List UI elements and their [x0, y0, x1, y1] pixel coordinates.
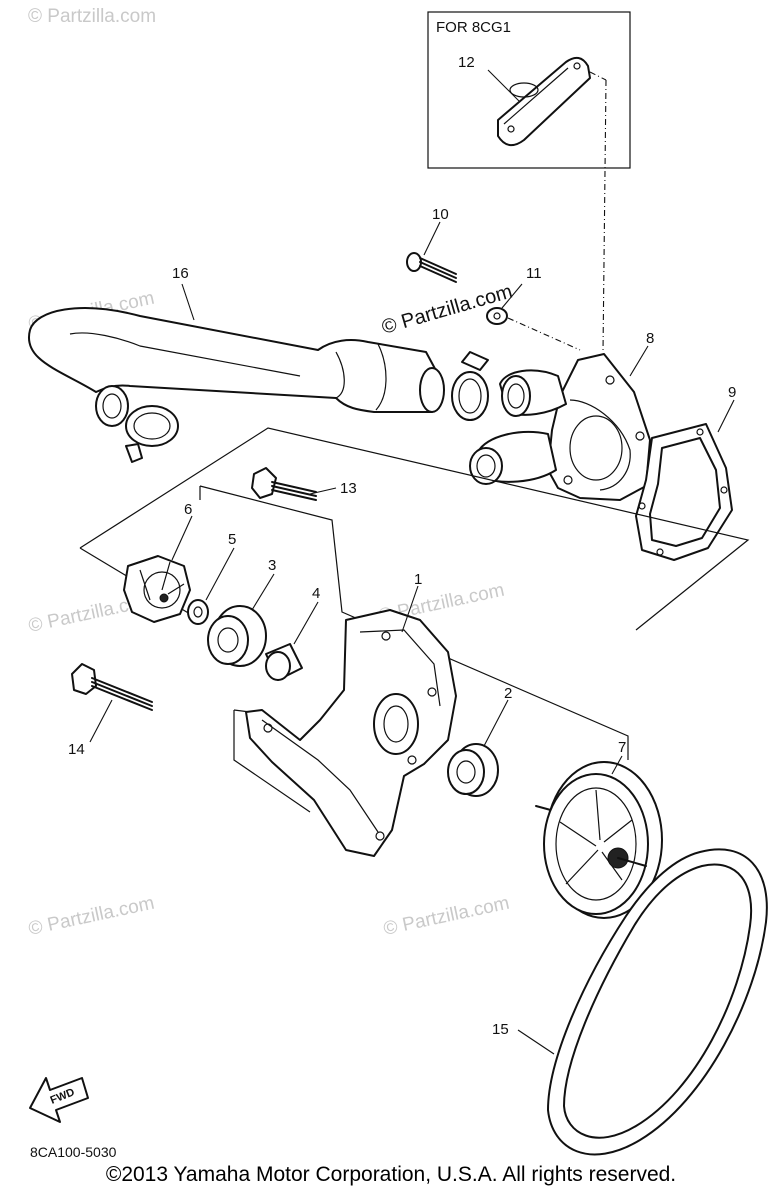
part-11-washer [486, 307, 508, 325]
callout-11: 11 [526, 265, 542, 282]
part-9-gasket [635, 423, 733, 561]
leader-13 [309, 487, 337, 495]
leader-7 [611, 755, 623, 775]
leader-5 [205, 547, 235, 601]
part-1-pump-housing [245, 609, 457, 857]
part-13-bolt [251, 467, 317, 501]
callout-8: 8 [646, 330, 654, 347]
leader-8 [629, 345, 649, 377]
part-16-hose [27, 307, 445, 427]
leader-10 [423, 221, 441, 256]
watermark-center-lower: © Partzilla.com [382, 893, 512, 940]
part-10-bolt [406, 252, 457, 283]
diagram-code: 8CA100-5030 [30, 1144, 117, 1160]
part-6-impeller [123, 555, 191, 623]
callout-9: 9 [728, 384, 736, 401]
leader-14 [89, 699, 113, 743]
callout-1: 1 [414, 571, 422, 588]
inset-label: FOR 8CG1 [436, 19, 511, 36]
leader-12 [487, 69, 521, 103]
callout-10: 10 [432, 206, 449, 223]
fwd-arrow-icon: FWD [29, 1077, 89, 1123]
leader-3 [251, 573, 275, 611]
leader-1 [401, 585, 419, 633]
callout-3: 3 [268, 557, 276, 574]
leader-4 [293, 601, 319, 645]
hose-clamp-right [451, 351, 489, 421]
frame-lower-right [199, 485, 629, 760]
frame-lower-left [233, 710, 311, 813]
leader-9 [717, 399, 735, 433]
guide-12-a [589, 71, 607, 81]
leader-2 [483, 699, 509, 747]
callout-15: 15 [492, 1021, 509, 1038]
part-8-housing-cover [469, 353, 651, 501]
part-14-bolt [71, 663, 153, 711]
guide-12-b [602, 79, 607, 353]
guide-11 [507, 317, 581, 351]
callout-2: 2 [504, 685, 512, 702]
part-4-collar [265, 643, 303, 681]
watermark-top-left: © Partzilla.com [28, 6, 156, 27]
leader-11 [501, 283, 523, 309]
part-5-washer [187, 599, 209, 625]
callout-13: 13 [340, 480, 357, 497]
part-2-bearing [447, 743, 499, 797]
part-12-plate [497, 56, 591, 147]
part-3-seal [207, 605, 267, 667]
inset-box [427, 11, 631, 169]
callout-6: 6 [184, 501, 192, 518]
leader-6 [171, 515, 193, 561]
leader-15 [517, 1029, 555, 1055]
hose-clamp-left [125, 405, 179, 463]
part-15-belt [547, 848, 768, 1156]
callout-7: 7 [618, 739, 626, 756]
leader-16 [181, 283, 195, 321]
callout-5: 5 [228, 531, 236, 548]
callout-12: 12 [458, 54, 475, 71]
copyright-notice: ©2013 Yamaha Motor Corporation, U.S.A. A… [105, 1163, 677, 1186]
callout-4: 4 [312, 585, 320, 602]
part-7-pulley [535, 761, 663, 919]
watermark-left-lower: © Partzilla.com [27, 893, 157, 940]
frame-upper [79, 427, 750, 631]
callout-16: 16 [172, 265, 189, 282]
callout-14: 14 [68, 741, 85, 758]
